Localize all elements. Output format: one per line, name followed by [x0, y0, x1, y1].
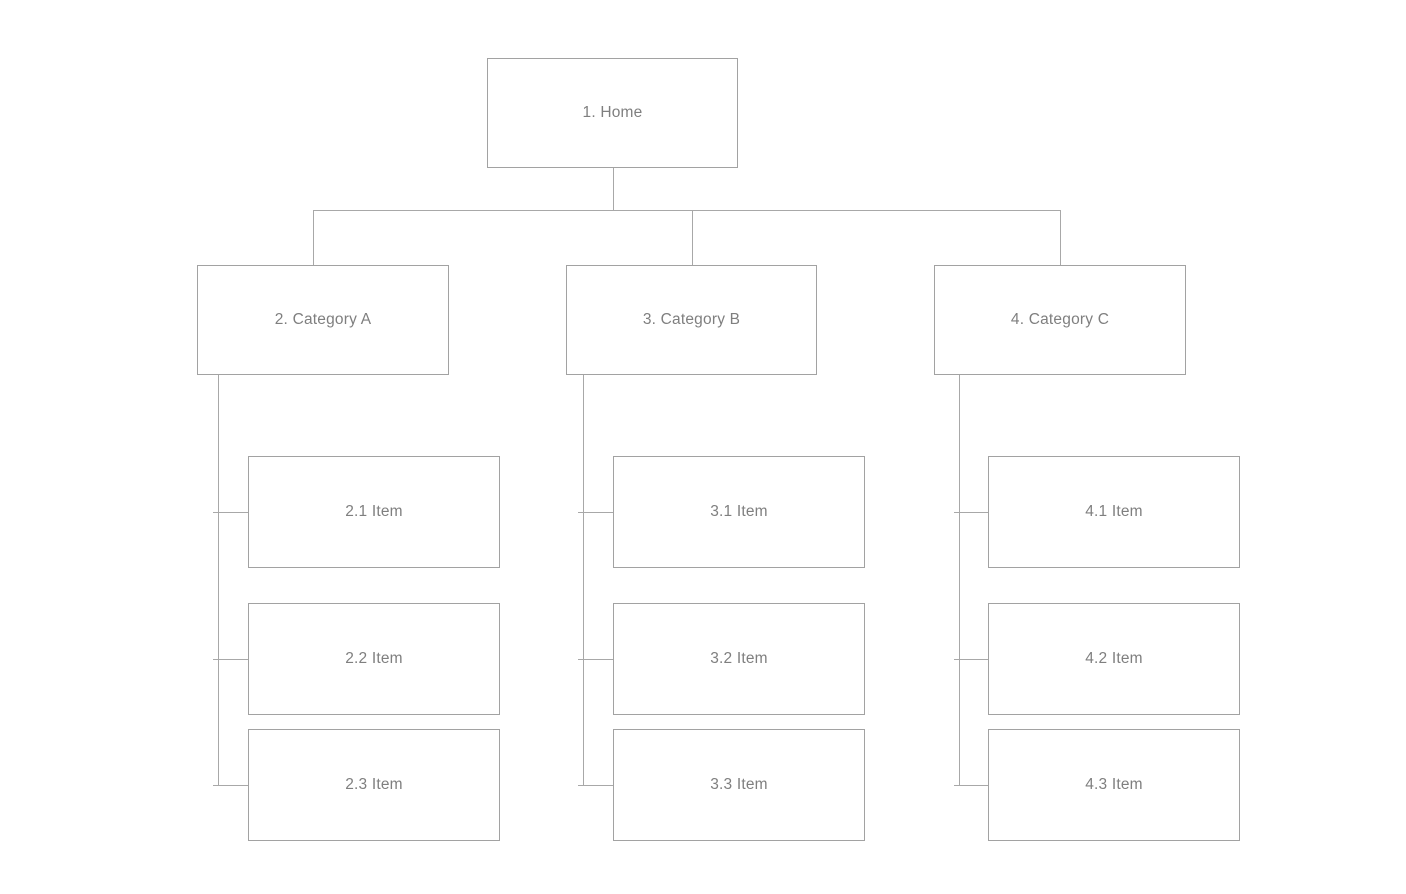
node-item-2-3[interactable]: 2.3 Item [248, 729, 500, 841]
node-item-3-3[interactable]: 3.3 Item [613, 729, 865, 841]
node-category-b-label: 3. Category B [642, 311, 741, 328]
connector-elbow-a-1 [213, 512, 248, 513]
node-home-label: 1. Home [582, 104, 643, 121]
node-item-3-1[interactable]: 3.1 Item [613, 456, 865, 568]
connector-drop-category-a [313, 210, 314, 265]
node-item-4-3-label: 4.3 Item [1085, 776, 1143, 793]
connector-elbow-c-3 [954, 785, 988, 786]
connector-drop-category-b [692, 210, 693, 265]
connector-elbow-a-2 [213, 659, 248, 660]
node-item-4-1-label: 4.1 Item [1085, 503, 1143, 520]
node-item-3-2-label: 3.2 Item [710, 650, 768, 667]
node-item-3-1-label: 3.1 Item [710, 503, 768, 520]
connector-branch-stem-b [583, 375, 584, 786]
node-item-2-1[interactable]: 2.1 Item [248, 456, 500, 568]
connector-elbow-a-3 [213, 785, 248, 786]
node-item-2-2[interactable]: 2.2 Item [248, 603, 500, 715]
node-item-4-2[interactable]: 4.2 Item [988, 603, 1240, 715]
node-category-a-label: 2. Category A [274, 311, 372, 328]
connector-trunk [313, 210, 1061, 211]
connector-home-stem [613, 168, 614, 210]
node-category-c[interactable]: 4. Category C [934, 265, 1186, 375]
node-home[interactable]: 1. Home [487, 58, 738, 168]
node-item-2-2-label: 2.2 Item [345, 650, 403, 667]
connector-elbow-b-3 [578, 785, 613, 786]
connector-elbow-c-2 [954, 659, 988, 660]
node-item-3-2[interactable]: 3.2 Item [613, 603, 865, 715]
connector-branch-stem-c [959, 375, 960, 786]
node-item-2-3-label: 2.3 Item [345, 776, 403, 793]
connector-elbow-c-1 [954, 512, 988, 513]
connector-elbow-b-2 [578, 659, 613, 660]
node-item-4-2-label: 4.2 Item [1085, 650, 1143, 667]
connector-elbow-b-1 [578, 512, 613, 513]
node-item-3-3-label: 3.3 Item [710, 776, 768, 793]
node-item-4-3[interactable]: 4.3 Item [988, 729, 1240, 841]
node-item-4-1[interactable]: 4.1 Item [988, 456, 1240, 568]
node-category-b[interactable]: 3. Category B [566, 265, 817, 375]
node-item-2-1-label: 2.1 Item [345, 503, 403, 520]
node-category-c-label: 4. Category C [1010, 311, 1110, 328]
connector-branch-stem-a [218, 375, 219, 786]
node-category-a[interactable]: 2. Category A [197, 265, 449, 375]
connector-drop-category-c [1060, 210, 1061, 265]
